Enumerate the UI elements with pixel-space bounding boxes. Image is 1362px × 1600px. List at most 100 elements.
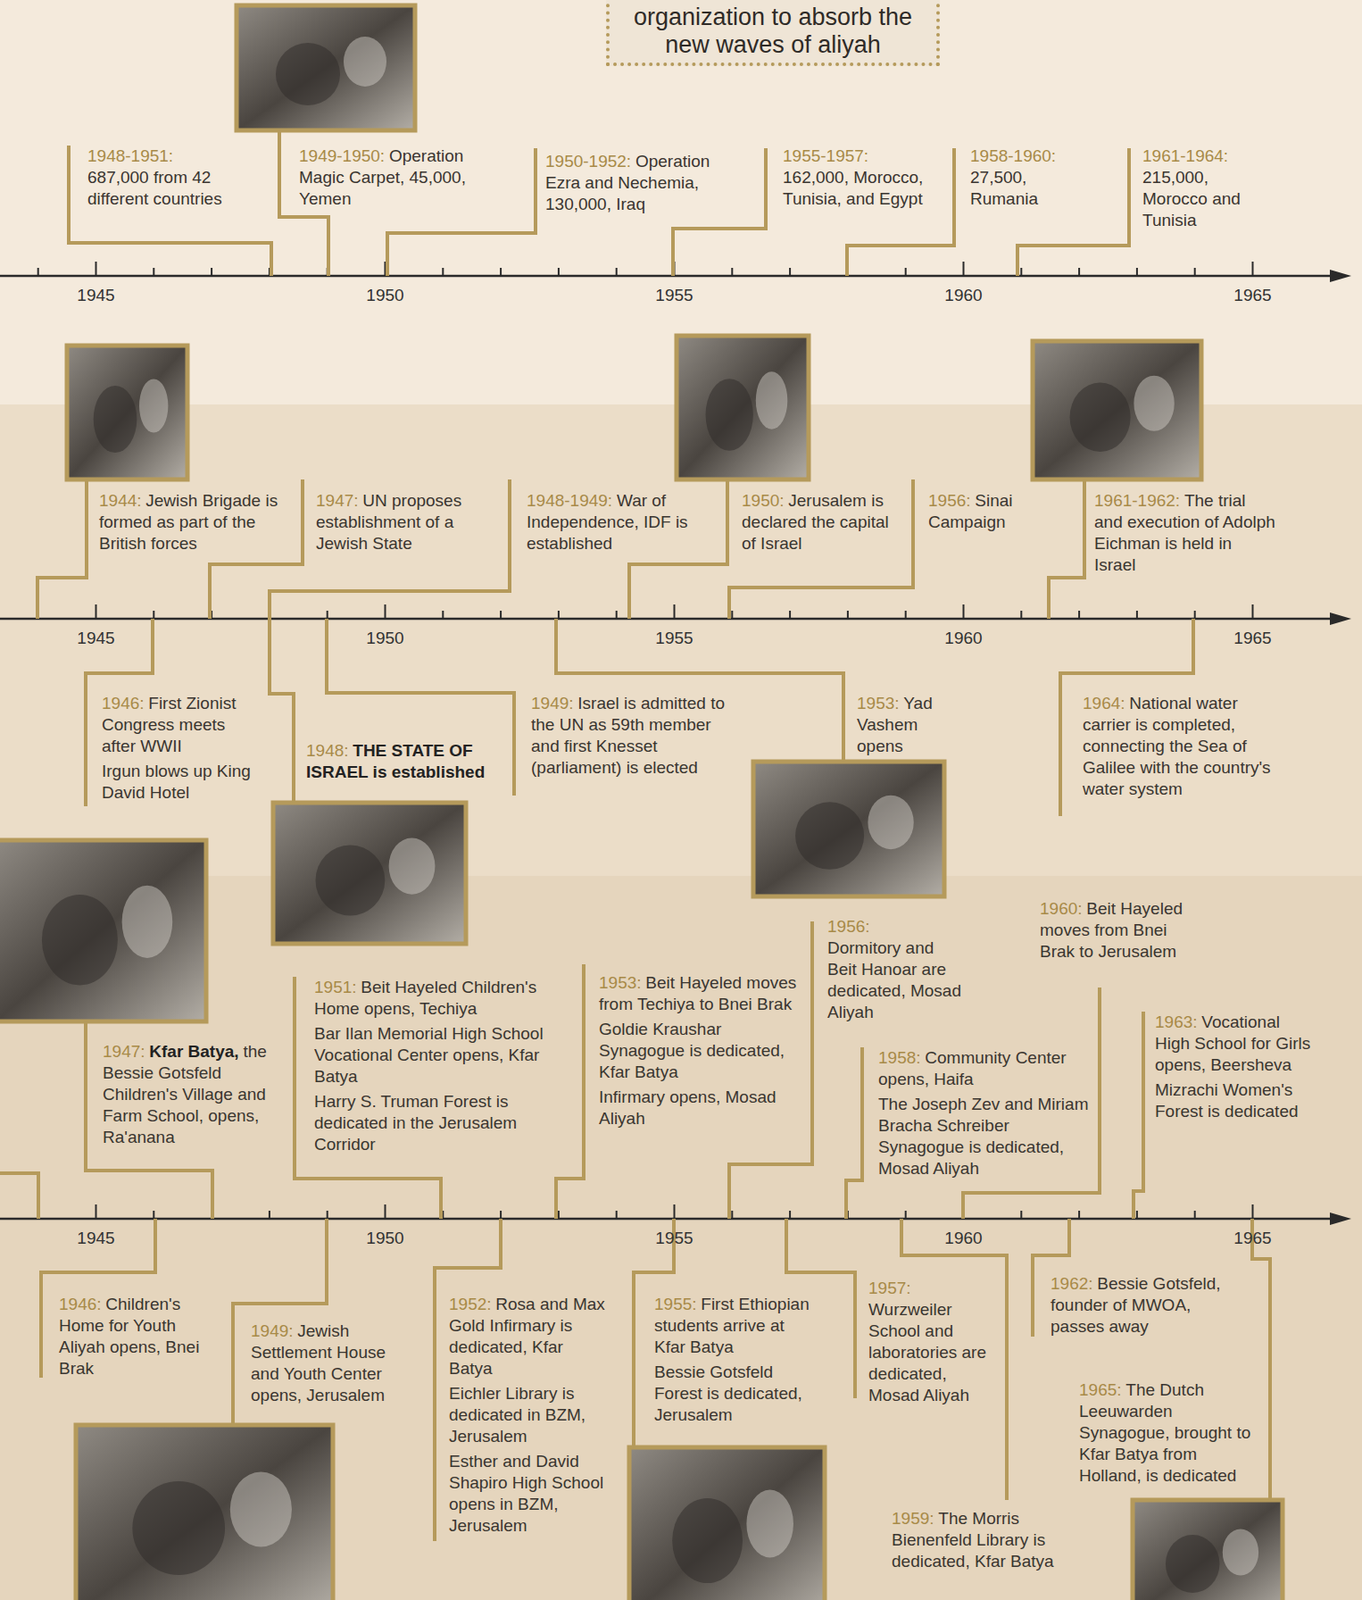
leader-line <box>68 145 272 276</box>
event-paragraph: 1953:Yad Vashem opens <box>856 692 969 757</box>
event-callout: 1956:Sinai Campaign <box>928 489 1036 533</box>
axis-tick <box>1194 610 1196 619</box>
photo <box>1032 340 1202 480</box>
event-paragraph: Irgun blows up King David Hotel <box>101 760 263 804</box>
photo-figure <box>343 36 387 87</box>
axis-tick <box>499 1210 502 1219</box>
event-paragraph: 1964:National water carrier is completed… <box>1082 692 1275 800</box>
leader-line <box>729 921 813 1219</box>
event-callout: 1960:Beit Hayeled moves from Bnei Brak t… <box>1039 897 1196 963</box>
axis-tick <box>557 1210 560 1219</box>
event-date: 1961-1964: <box>1142 146 1229 166</box>
photo-figure <box>1222 1528 1259 1576</box>
leader-line <box>847 148 955 276</box>
event-paragraph: 1963:Vocational High School for Girls op… <box>1154 1011 1312 1076</box>
event-text: Bessie Gotsfeld Forest is dedicated, Jer… <box>654 1362 803 1424</box>
photo-figure <box>122 885 174 958</box>
photo <box>676 335 809 480</box>
event-callout: 1955-1957:162,000, Morocco, Tunisia, and… <box>782 145 944 210</box>
event-paragraph: 1944:Jewish Brigade is formed as part of… <box>99 489 283 555</box>
axis-year: 1960 <box>928 628 1000 648</box>
axis-tick <box>615 267 618 276</box>
photo <box>66 345 188 480</box>
photo <box>75 1424 333 1600</box>
event-paragraph: Bar Ilan Memorial High School Vocational… <box>314 1022 569 1088</box>
event-date: 1948: <box>306 740 349 760</box>
event-text: The Joseph Zev and Miriam Bracha Schreib… <box>878 1094 1089 1178</box>
event-callout: 1948:THE STATE OF ISRAEL is established <box>306 739 499 783</box>
axis-year: 1960 <box>928 285 1000 306</box>
event-date: 1960: <box>1039 898 1083 918</box>
event-paragraph: 1949:Jewish Settlement House and Youth C… <box>250 1320 407 1406</box>
event-date: 1964: <box>1082 693 1126 713</box>
axis-tick <box>326 610 329 619</box>
photo-figure <box>93 385 138 453</box>
event-paragraph: 1961-1964: <box>1142 145 1277 167</box>
event-text: 162,000, Morocco, Tunisia, and Egypt <box>782 167 923 208</box>
event-date: 1953: <box>856 693 900 713</box>
event-paragraph: Infirmary opens, Mosad Aliyah <box>598 1086 798 1130</box>
event-callout: 1957:Wurzweiler School and laboratories … <box>868 1277 998 1406</box>
event-paragraph: Esther and David Shapiro High School ope… <box>448 1450 606 1537</box>
photo <box>236 5 416 131</box>
axis-tick <box>499 610 502 619</box>
axis-tick <box>384 1204 387 1219</box>
leader-line <box>434 1218 501 1541</box>
event-paragraph: 1965:The Dutch Leeuwarden Synagogue, bro… <box>1079 1378 1254 1487</box>
event-callout: 1958-1960:27,500, Rumania <box>970 145 1087 210</box>
event-paragraph: 1946:Children's Home for Youth Aliyah op… <box>58 1293 225 1379</box>
leader-line <box>387 148 536 276</box>
photo <box>629 1446 825 1600</box>
axis-tick <box>788 1210 791 1219</box>
event-date: 1948-1949: <box>526 490 613 510</box>
event-text: Wurzweiler School and laboratories are d… <box>868 1299 987 1404</box>
leader-line <box>1017 148 1130 276</box>
event-date: 1949: <box>250 1320 294 1340</box>
event-callout: 1949:Israel is admitted to the UN as 59t… <box>531 692 737 779</box>
event-date: 1944: <box>99 490 142 510</box>
event-paragraph: 1948-1949:War of Independence, IDF is es… <box>526 489 715 555</box>
event-paragraph: 27,500, Rumania <box>970 166 1087 210</box>
photo-figure <box>1133 375 1174 432</box>
leader-line <box>269 479 510 619</box>
axis-tick <box>1078 267 1080 276</box>
event-callout: 1963:Vocational High School for Girls op… <box>1154 1011 1312 1122</box>
event-paragraph: 1948:THE STATE OF ISRAEL is established <box>306 739 499 783</box>
axis-tick <box>1136 610 1138 619</box>
axis-tick <box>326 1210 329 1219</box>
event-callout: 1952:Rosa and Max Gold Infirmary is dedi… <box>448 1293 606 1537</box>
event-paragraph: 1950:Jerusalem is declared the capital o… <box>741 489 889 555</box>
event-paragraph: 1947:Kfar Batya,the Bessie Gotsfeld Chil… <box>102 1040 268 1148</box>
event-text: 215,000, Morocco and Tunisia <box>1142 167 1241 230</box>
axis-tick <box>557 267 560 276</box>
axis-tick <box>37 267 40 276</box>
event-callout: 1958:Community Center opens, HaifaThe Jo… <box>878 1046 1093 1180</box>
event-text: Esther and David Shapiro High School ope… <box>448 1451 604 1535</box>
event-callout: 1964:National water carrier is completed… <box>1082 692 1275 800</box>
axis-arrowhead <box>1329 269 1352 283</box>
event-paragraph: Dormitory and Beit Hanoar are dedicated,… <box>827 937 966 1023</box>
event-date: 1955: <box>654 1294 698 1313</box>
event-paragraph: Harry S. Truman Forest is dedicated in t… <box>314 1090 569 1155</box>
event-paragraph: 1957: <box>868 1277 998 1299</box>
axis-tick <box>673 604 676 619</box>
axis-tick <box>963 604 965 619</box>
axis-tick <box>1020 610 1022 619</box>
event-paragraph: Bessie Gotsfeld Forest is dedicated, Jer… <box>654 1361 820 1426</box>
photo-figure <box>41 894 118 986</box>
event-paragraph: Wurzweiler School and laboratories are d… <box>868 1298 998 1406</box>
event-callout: 1961-1962:The trial and execution of Ado… <box>1094 489 1278 576</box>
event-paragraph: 1949:Israel is admitted to the UN as 59t… <box>531 692 737 779</box>
leader-line <box>37 479 87 619</box>
event-date: 1956: <box>928 490 972 510</box>
axis-arrowhead <box>1329 1212 1352 1225</box>
event-paragraph: 1956: <box>827 915 966 938</box>
axis-tick <box>788 610 791 619</box>
event-callout: 1947:Kfar Batya,the Bessie Gotsfeld Chil… <box>102 1040 268 1148</box>
event-text: Irgun blows up King David Hotel <box>101 761 251 802</box>
photo-figure <box>139 379 168 433</box>
event-callout: 1961-1964:215,000, Morocco and Tunisia <box>1142 145 1277 232</box>
event-paragraph: 1962:Bessie Gotsfeld, founder of MWOA, p… <box>1050 1272 1230 1338</box>
event-paragraph: 1953:Beit Hayeled moves from Techiya to … <box>598 971 798 1015</box>
axis-arrowhead <box>1329 612 1352 625</box>
